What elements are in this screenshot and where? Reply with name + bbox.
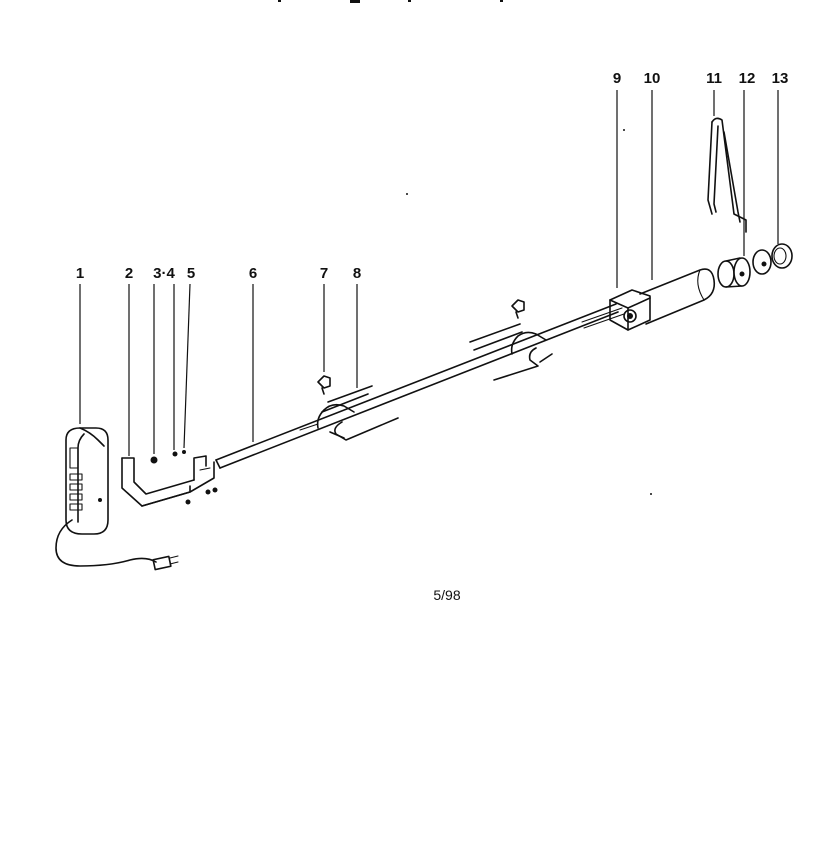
part-9-collar — [609, 289, 651, 331]
part-7-thumbscrew-left — [317, 375, 331, 395]
callout-11: 11 — [706, 70, 722, 87]
scan-dots — [406, 129, 652, 495]
callout-labels: 1 2 3·4 5 6 7 8 9 10 11 12 13 — [76, 70, 789, 282]
callout-13: 13 — [772, 70, 789, 87]
callout-8: 8 — [353, 265, 361, 282]
callout-7: 7 — [320, 265, 328, 282]
part-2-bracket — [121, 455, 215, 507]
part-13-washers — [752, 243, 793, 275]
part-11-wire-clip — [707, 117, 747, 233]
footer-date-code: 5/98 — [433, 587, 460, 603]
part-12-spacer — [717, 257, 751, 288]
part-8-fork-left — [299, 385, 399, 441]
callout-6: 6 — [249, 265, 257, 282]
callout-3-4: 3·4 — [153, 265, 175, 282]
part-1-motor — [55, 427, 179, 571]
callout-1: 1 — [76, 265, 84, 282]
part-7-thumbscrew-right — [511, 299, 525, 319]
callout-5: 5 — [187, 265, 195, 282]
callout-9: 9 — [613, 70, 621, 87]
part-10-handle — [639, 268, 716, 325]
callout-2: 2 — [125, 265, 133, 282]
part-6-spit-rod — [215, 303, 625, 469]
part-8-fork-right — [469, 323, 553, 381]
callout-12: 12 — [739, 70, 756, 87]
top-edge-artifacts — [278, 0, 503, 3]
callout-10: 10 — [644, 70, 661, 87]
leader-lines — [79, 90, 779, 456]
parts-3-4-5-hardware — [150, 450, 218, 505]
